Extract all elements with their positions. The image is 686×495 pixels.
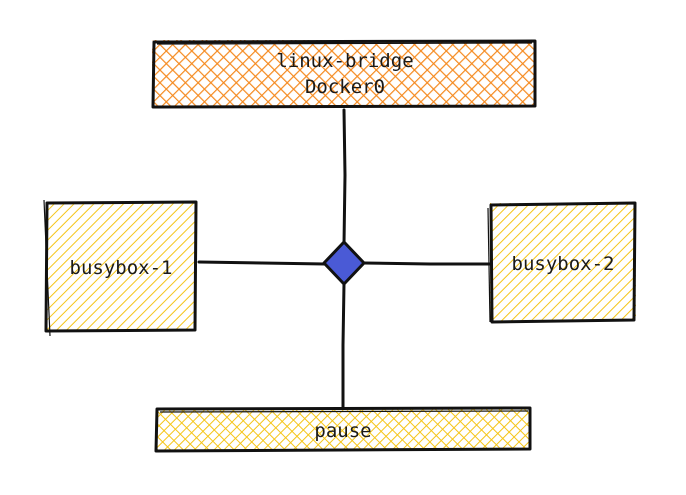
connector-bridge-hub <box>342 108 347 246</box>
bridge-label-line1: linux-bridge <box>276 50 413 72</box>
busybox-1-node: busybox-1 <box>43 199 198 337</box>
connectors <box>197 108 492 410</box>
bridge-node: linux-bridge Docker0 <box>151 39 537 109</box>
connector-busybox1-hub <box>197 260 327 266</box>
busybox-2-label: busybox-2 <box>512 253 615 275</box>
hub-diamond <box>322 240 366 286</box>
connector-hub-pause <box>341 282 346 410</box>
bridge-label-line2: Docker0 <box>305 76 385 98</box>
pause-label: pause <box>314 420 371 442</box>
pause-node: pause <box>154 406 532 453</box>
busybox-1-label: busybox-1 <box>70 257 173 279</box>
connector-hub-busybox2 <box>362 261 492 266</box>
busybox-2-node: busybox-2 <box>487 201 637 324</box>
